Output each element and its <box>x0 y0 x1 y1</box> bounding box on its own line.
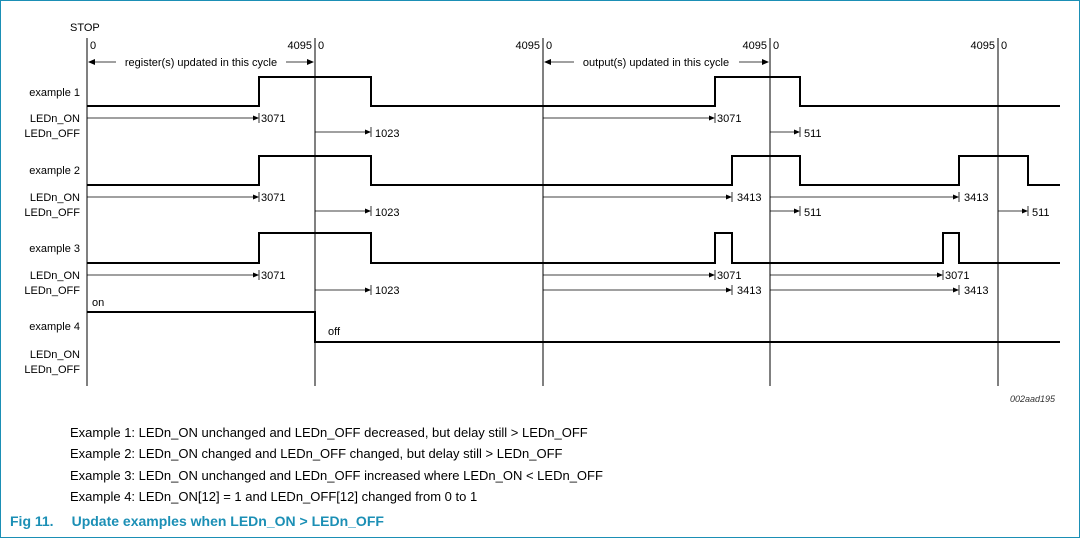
value-label: 3071 <box>261 192 285 204</box>
example-2-row: example 2 LEDn_ON LEDn_OFF 3071 1023 341… <box>24 155 1060 219</box>
ledn-on-arrow <box>770 270 944 280</box>
ledn-off-arrow <box>770 127 801 137</box>
example-label: example 4 <box>29 321 80 333</box>
figure-number: Fig 11. <box>10 513 54 529</box>
ledn-off-label: LEDn_OFF <box>24 285 80 297</box>
value-label: 511 <box>804 128 822 140</box>
register-update-label: register(s) updated in this cycle <box>125 57 277 69</box>
value-label: 3071 <box>261 113 285 125</box>
register-update-span: register(s) updated in this cycle <box>88 57 314 69</box>
axis-label: 0 <box>90 40 96 52</box>
figure-id: 002aad195 <box>1010 394 1056 404</box>
ledn-on-label: LEDn_ON <box>30 270 80 282</box>
value-label: 3071 <box>717 113 741 125</box>
waveform <box>87 76 1060 107</box>
example-3-row: example 3 LEDn_ON LEDn_OFF 3071 1023 307… <box>24 232 1060 297</box>
axis-label: 0 <box>546 40 552 52</box>
ledn-off-arrow <box>770 206 801 216</box>
value-label: 3071 <box>717 270 741 282</box>
value-label: 3071 <box>261 270 285 282</box>
timing-diagram: STOP 0 4095 0 4095 0 4095 0 4095 0 regis… <box>24 22 1060 404</box>
caption-example-1: Example 1: LEDn_ON unchanged and LEDn_OF… <box>70 425 588 440</box>
ledn-off-arrow <box>998 206 1029 216</box>
value-label: 3413 <box>737 285 761 297</box>
ledn-on-label: LEDn_ON <box>30 349 80 361</box>
waveform <box>87 232 1060 264</box>
state-off-label: off <box>328 326 341 338</box>
output-update-span: output(s) updated in this cycle <box>544 57 769 69</box>
ledn-off-arrow <box>543 285 733 295</box>
ledn-on-arrow <box>87 270 260 280</box>
ledn-off-label: LEDn_OFF <box>24 364 80 376</box>
ledn-off-arrow <box>315 206 372 216</box>
ledn-off-label: LEDn_OFF <box>24 128 80 140</box>
state-on-label: on <box>92 297 104 309</box>
ledn-on-arrow <box>543 113 716 123</box>
ledn-on-arrow <box>87 113 260 123</box>
example-label: example 1 <box>29 87 80 99</box>
output-update-label: output(s) updated in this cycle <box>583 57 729 69</box>
caption-example-4: Example 4: LEDn_ON[12] = 1 and LEDn_OFF[… <box>70 489 478 504</box>
figure-title: Fig 11. Update examples when LEDn_ON > LE… <box>10 513 384 529</box>
example-label: example 2 <box>29 165 80 177</box>
ledn-off-arrow <box>315 127 372 137</box>
ledn-off-arrow <box>770 285 960 295</box>
axis-label: 4095 <box>516 40 540 52</box>
ledn-on-arrow <box>87 192 260 202</box>
ledn-on-arrow <box>770 192 960 202</box>
value-label: 511 <box>804 207 822 219</box>
axis-label: 0 <box>773 40 779 52</box>
value-label: 3413 <box>964 285 988 297</box>
value-label: 3071 <box>945 270 969 282</box>
value-label: 1023 <box>375 207 399 219</box>
axis-label: 0 <box>318 40 324 52</box>
value-label: 511 <box>1032 207 1050 219</box>
axis-label: 4095 <box>288 40 312 52</box>
axis-label: 4095 <box>743 40 767 52</box>
ledn-on-label: LEDn_ON <box>30 113 80 125</box>
stop-label: STOP <box>70 22 100 34</box>
ledn-on-label: LEDn_ON <box>30 192 80 204</box>
figure-title-text: Update examples when LEDn_ON > LEDn_OFF <box>71 513 384 529</box>
value-label: 1023 <box>375 128 399 140</box>
ledn-off-label: LEDn_OFF <box>24 207 80 219</box>
example-label: example 3 <box>29 243 80 255</box>
axis-label: 4095 <box>971 40 995 52</box>
example-1-row: example 1 LEDn_ON LEDn_OFF 3071 1023 307… <box>24 76 1060 140</box>
caption-example-3: Example 3: LEDn_ON unchanged and LEDn_OF… <box>70 468 603 483</box>
value-label: 3413 <box>737 192 761 204</box>
value-label: 3413 <box>964 192 988 204</box>
example-4-row: example 4 LEDn_ON LEDn_OFF on off <box>24 297 1060 376</box>
waveform <box>87 311 1060 343</box>
ledn-on-arrow <box>543 192 733 202</box>
waveform <box>87 155 1060 186</box>
caption-example-2: Example 2: LEDn_ON changed and LEDn_OFF … <box>70 446 563 461</box>
value-label: 1023 <box>375 285 399 297</box>
axis-label: 0 <box>1001 40 1007 52</box>
ledn-off-arrow <box>315 285 372 295</box>
ledn-on-arrow <box>543 270 716 280</box>
